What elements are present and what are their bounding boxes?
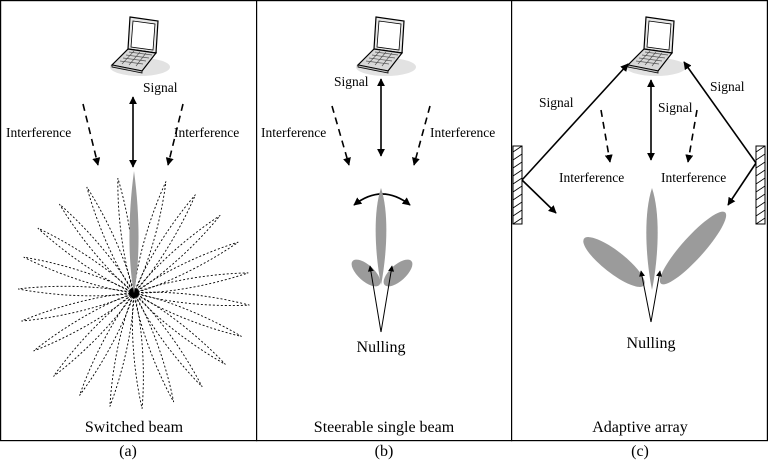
nulling-arrow-left	[367, 265, 382, 333]
panel-steerable-single-beam: Signal Interference Interference Nulling…	[256, 0, 513, 442]
adaptive-beam-pattern	[583, 188, 727, 290]
interference-label-right: Interference	[430, 125, 495, 140]
signal-label: Signal	[334, 74, 369, 89]
interference-arrow-right	[685, 109, 698, 163]
reflector-icon	[755, 145, 766, 225]
panel-b-title: Steerable single beam	[314, 419, 455, 436]
steerable-beam	[351, 188, 413, 287]
interference-arrow-left	[331, 105, 351, 166]
panel-c-tag: (c)	[631, 443, 649, 460]
interference-label-left: Interference	[559, 170, 624, 185]
panel-a-tag: (a)	[119, 443, 137, 460]
switched-beam-pattern	[17, 171, 251, 410]
interference-label-right: Interference	[174, 125, 239, 140]
panel-adaptive-array: Signal Signal Signal Interference Interf…	[511, 0, 768, 442]
signal-arrow-right	[683, 61, 757, 164]
reflector-icon	[512, 145, 523, 225]
reflected-arrow-left	[521, 179, 557, 214]
panel-b-tag: (b)	[375, 443, 394, 460]
interference-label-left: Interference	[261, 125, 326, 140]
nulling-label: Nulling	[357, 339, 406, 356]
interference-arrow-right	[412, 105, 431, 166]
reflected-arrow-right	[727, 162, 757, 206]
signal-label-left: Signal	[539, 95, 574, 110]
panel-a-title: Switched beam	[85, 419, 184, 436]
active-beam	[129, 171, 139, 293]
signal-label-center: Signal	[658, 100, 693, 115]
interference-arrow-right	[165, 103, 184, 166]
nulling-arrow-right	[650, 270, 663, 323]
panel-c-title: Adaptive array	[592, 419, 688, 436]
nulling-arrow-left	[639, 270, 652, 323]
signal-label-right: Signal	[710, 79, 745, 94]
interference-label-right: Interference	[661, 170, 726, 185]
interference-arrow-left	[600, 109, 613, 163]
interference-arrow-left	[82, 103, 101, 166]
signal-arrow-left	[521, 63, 629, 181]
panel-switched-beam: Signal Interference Interference	[0, 0, 258, 442]
nulling-label: Nulling	[627, 335, 676, 352]
signal-label: Signal	[143, 80, 178, 95]
interference-label-left: Interference	[6, 125, 71, 140]
nulling-arrow-right	[380, 265, 395, 333]
